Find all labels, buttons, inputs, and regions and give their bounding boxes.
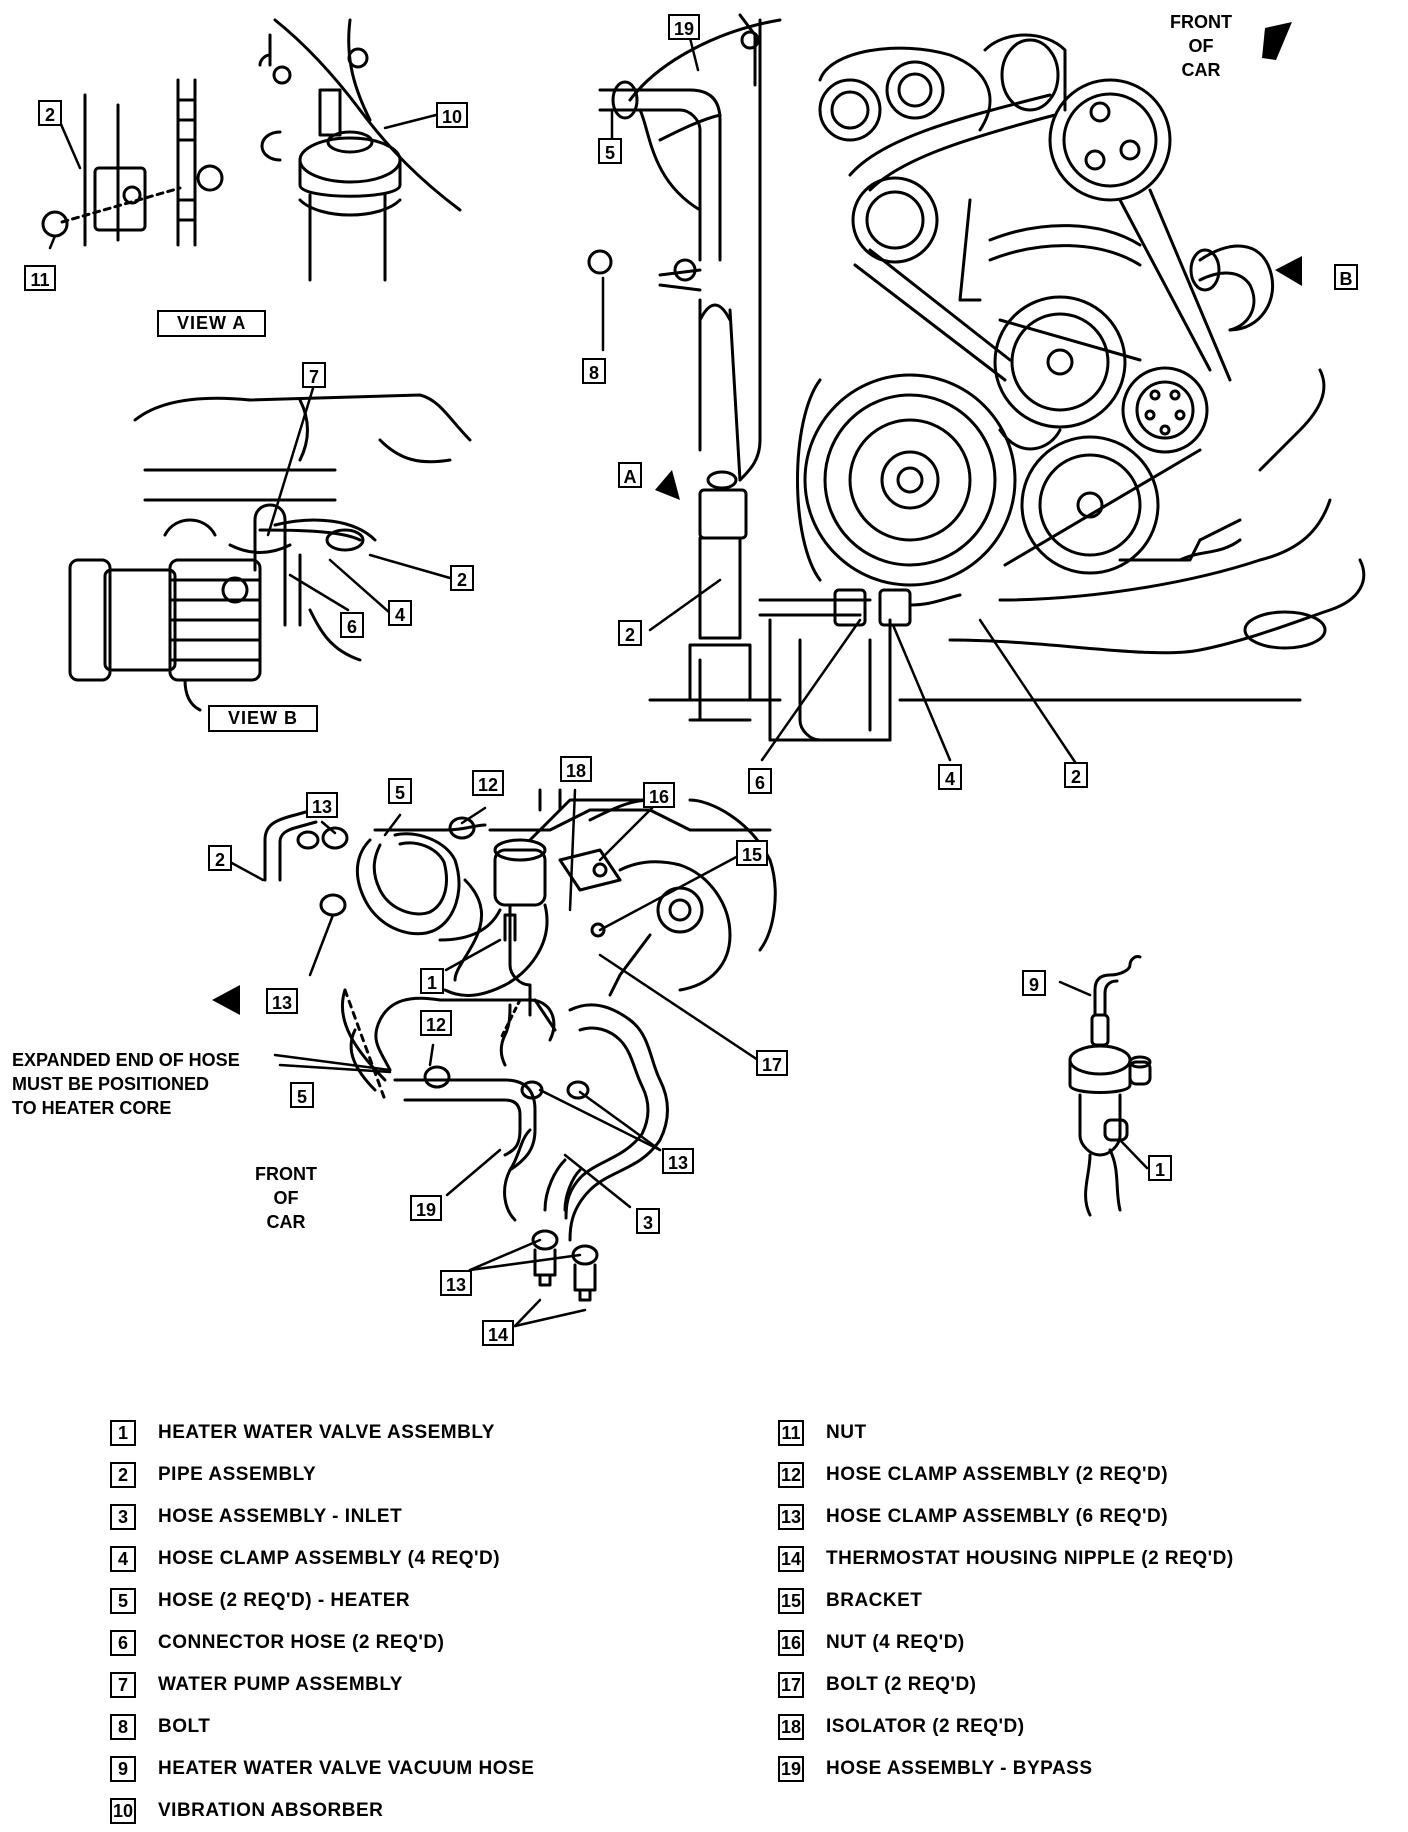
view-b-label: VIEW B — [208, 705, 319, 732]
callout-2-main: 2 — [618, 620, 642, 646]
heater-valve-drawing — [1068, 955, 1152, 1217]
view-a-label: VIEW A — [157, 310, 267, 337]
callout-1-routing: 1 — [420, 968, 444, 994]
hose-routing-drawing — [263, 788, 777, 1302]
callout-A: A — [618, 462, 642, 488]
callout-1-valve: 1 — [1148, 1155, 1172, 1181]
callout-6-main: 6 — [748, 768, 772, 794]
callout-5-main: 5 — [598, 138, 622, 164]
callout-16: 16 — [643, 782, 675, 808]
leader-arrowheads — [212, 22, 1302, 1015]
view-b-drawing — [68, 393, 472, 712]
callout-7: 7 — [302, 362, 326, 388]
callout-10: 10 — [436, 102, 468, 128]
callout-13-right: 13 — [662, 1148, 694, 1174]
callout-6-view-b: 6 — [340, 612, 364, 638]
callout-4-view-b: 4 — [388, 600, 412, 626]
callout-18: 18 — [560, 756, 592, 782]
callout-13-top: 13 — [306, 792, 338, 818]
callout-4-main: 4 — [938, 764, 962, 790]
callout-19-main: 19 — [668, 14, 700, 40]
callout-19-routing: 19 — [410, 1195, 442, 1221]
callout-9: 9 — [1022, 970, 1046, 996]
callout-13-left: 13 — [266, 988, 298, 1014]
view-a-drawing — [41, 18, 462, 282]
callout-B: B — [1334, 264, 1358, 290]
leader-lines — [48, 36, 1149, 1328]
callout-5-routing-left: 5 — [290, 1082, 314, 1108]
engine-front-drawing — [587, 13, 1366, 742]
callout-12-top: 12 — [472, 770, 504, 796]
callout-2-view-a: 2 — [38, 100, 62, 126]
callout-15: 15 — [736, 840, 768, 866]
callout-2-view-b: 2 — [450, 565, 474, 591]
callout-13-bottom: 13 — [440, 1270, 472, 1296]
callout-3: 3 — [636, 1208, 660, 1234]
callout-17: 17 — [756, 1050, 788, 1076]
callout-8: 8 — [582, 358, 606, 384]
callout-12-mid: 12 — [420, 1010, 452, 1036]
callout-11: 11 — [24, 265, 56, 291]
callout-2-routing: 2 — [208, 845, 232, 871]
callout-14: 14 — [482, 1320, 514, 1346]
callout-5-routing-top: 5 — [388, 778, 412, 804]
callout-2-main-b: 2 — [1064, 762, 1088, 788]
